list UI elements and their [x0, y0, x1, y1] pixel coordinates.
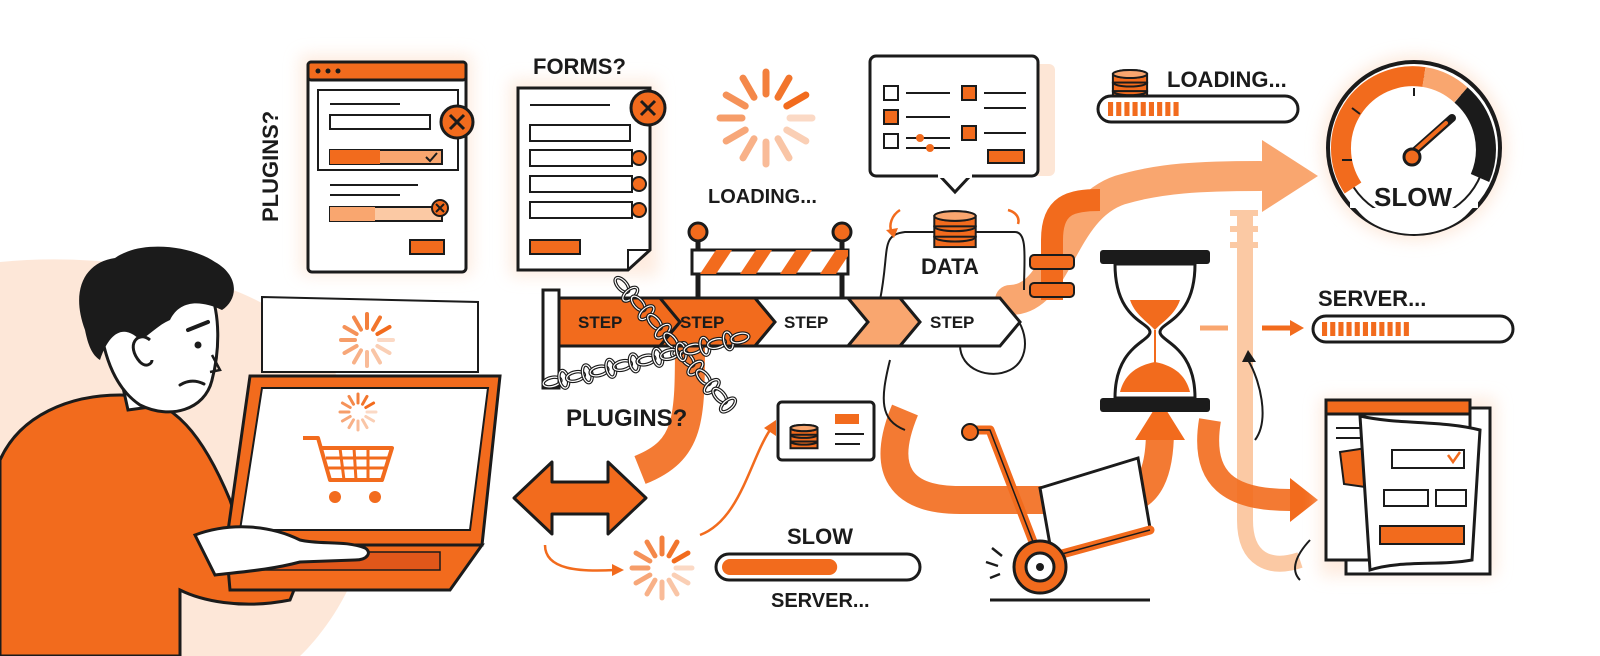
top-arrow-head	[1262, 140, 1318, 212]
close-icon	[629, 89, 667, 127]
step-track	[541, 288, 1022, 390]
server-right-label: SERVER...	[1318, 286, 1426, 311]
plugins-vertical-label: PLUGINS?	[258, 111, 283, 222]
step-label-2: STEP	[680, 313, 724, 332]
chain-icon	[541, 275, 751, 414]
person-torso	[0, 393, 303, 656]
spinner-icon	[716, 68, 816, 168]
forms-label: FORMS?	[533, 54, 626, 79]
slow-bottom-label: SLOW	[787, 524, 853, 549]
spinner-icon	[338, 392, 378, 432]
hand-truck-icon	[961, 423, 1155, 602]
loading-center-label: LOADING...	[708, 186, 817, 208]
data-label: DATA	[921, 254, 979, 279]
person-at-laptop	[0, 246, 502, 656]
slow-gauge-label: SLOW	[1374, 182, 1452, 212]
close-icon	[439, 104, 475, 140]
server-right-bar	[1311, 314, 1515, 344]
spinner-icon	[629, 535, 695, 601]
server-bottom-label: SERVER...	[771, 590, 870, 612]
speedometer-icon	[1322, 56, 1506, 240]
database-icon	[789, 423, 819, 450]
slow-bottom-bar	[714, 552, 922, 582]
barrier-icon	[687, 221, 853, 302]
broken-pages	[1294, 398, 1496, 581]
close-icon	[431, 199, 449, 217]
data-panel	[868, 54, 1055, 195]
plugins-mid-label: PLUGINS?	[566, 405, 687, 432]
person-hair	[79, 246, 234, 360]
step-label-3: STEP	[784, 313, 828, 332]
laptop-ghost-screen	[261, 295, 479, 373]
forms-document	[510, 80, 667, 276]
browser-form-window	[300, 55, 475, 275]
database-icon	[933, 210, 977, 249]
loading-top-bar	[1096, 94, 1300, 124]
server-right-dashes	[1230, 210, 1258, 248]
shopping-cart-icon	[303, 436, 394, 503]
hourglass-icon	[1100, 250, 1210, 412]
loading-top-label: LOADING...	[1167, 67, 1287, 92]
step-label-4: STEP	[930, 313, 974, 332]
step-label-1: STEP	[578, 313, 622, 332]
double-arrow-icon	[512, 460, 648, 536]
spinner-icon	[339, 312, 395, 368]
